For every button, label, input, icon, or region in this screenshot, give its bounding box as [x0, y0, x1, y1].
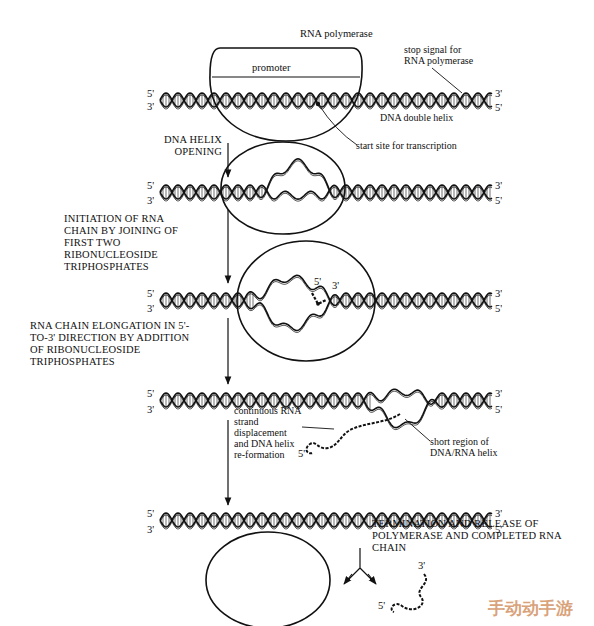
- strand-end: 3': [495, 180, 502, 191]
- base-pair: [370, 392, 371, 410]
- strand-end: 5': [147, 180, 154, 191]
- dna-strand: [160, 395, 492, 430]
- step-label: RNA CHAIN ELONGATION IN 5'-TO-3' DIRECTI…: [30, 320, 190, 368]
- strand-end: 3': [147, 303, 154, 314]
- strand-end: 3': [495, 508, 502, 519]
- strand-end: 5': [495, 102, 502, 113]
- rna-strand: [312, 293, 326, 304]
- annotation: DNA double helix: [380, 112, 453, 123]
- annotation: continuous RNA strand displacement and D…: [234, 405, 302, 460]
- strand-end: 5': [495, 303, 502, 314]
- step-label: DNA HELIX OPENING: [146, 134, 222, 158]
- region-label: promoter: [252, 62, 291, 73]
- strand-end: 3': [147, 195, 154, 206]
- strand-end: 3': [495, 88, 502, 99]
- annotation: start site for transcription: [356, 140, 457, 151]
- annotation: short region of DNA/RNA helix: [430, 436, 510, 458]
- strand-end: 5': [378, 600, 385, 611]
- dna-strand: [160, 161, 492, 201]
- annotation: stop signal for RNA polymerase: [404, 44, 482, 66]
- polymerase-outline: [237, 241, 375, 361]
- polymerase-outline: 5' 3': [236, 240, 376, 362]
- strand-end: 5': [314, 276, 321, 287]
- step-label: INITIATION OF RNA CHAIN BY JOINING OF FI…: [64, 213, 189, 273]
- dna-strand: [160, 277, 492, 309]
- polymerase-outline: [221, 142, 345, 234]
- strand-end: 3': [418, 560, 425, 571]
- step-arrow: [227, 210, 228, 283]
- step-label: TERMINATION AND RELEASE OF POLYMERASE AN…: [372, 518, 567, 554]
- strand-end: 5': [298, 448, 305, 459]
- step-arrow: [227, 318, 228, 384]
- strand-end: 3': [147, 404, 154, 415]
- strand-end: 3': [495, 288, 502, 299]
- strand-end: 5': [495, 195, 502, 206]
- strand-end: 5': [147, 388, 154, 399]
- leader-line: [405, 419, 430, 441]
- strand-end: 5': [147, 508, 154, 519]
- strand-end: 5': [495, 404, 502, 415]
- rna-chain: [392, 574, 427, 612]
- watermark: 手动动手游: [488, 598, 573, 618]
- start-site-dot: [316, 302, 320, 306]
- dna-strand: [160, 95, 492, 109]
- release-arrow: [344, 574, 352, 584]
- dna-strand: [160, 185, 492, 199]
- rna-polymerase: RNA polymerasepromoter: [208, 45, 364, 142]
- strand-end: 3': [147, 101, 154, 112]
- part-name: RNA polymerase: [300, 28, 373, 39]
- node-outline: [236, 240, 376, 362]
- strand-end: 5': [147, 288, 154, 299]
- start-site-dot: [316, 102, 320, 106]
- dna-strand: [160, 187, 492, 201]
- strand-end: 3': [495, 388, 502, 399]
- release-arrow: [368, 574, 376, 584]
- dna-strand: [160, 295, 492, 332]
- leader-line: [302, 427, 334, 429]
- strand-end: 5': [147, 88, 154, 99]
- polymerase-outline: [206, 532, 330, 626]
- polymerase-outline: [210, 48, 362, 141]
- leader-line: [319, 105, 357, 145]
- promoter-bracket: [212, 76, 360, 77]
- leader-line: [432, 68, 462, 93]
- dna-strand: [160, 159, 492, 199]
- step-arrow: [227, 143, 228, 177]
- dna-helices: [160, 93, 492, 529]
- rna-strand: [306, 414, 400, 453]
- strand-end: 3': [147, 524, 154, 535]
- dna-strand: [160, 275, 492, 307]
- step-arrow: [227, 420, 228, 505]
- strand-end: 3': [332, 280, 339, 291]
- node-outline: [208, 45, 364, 142]
